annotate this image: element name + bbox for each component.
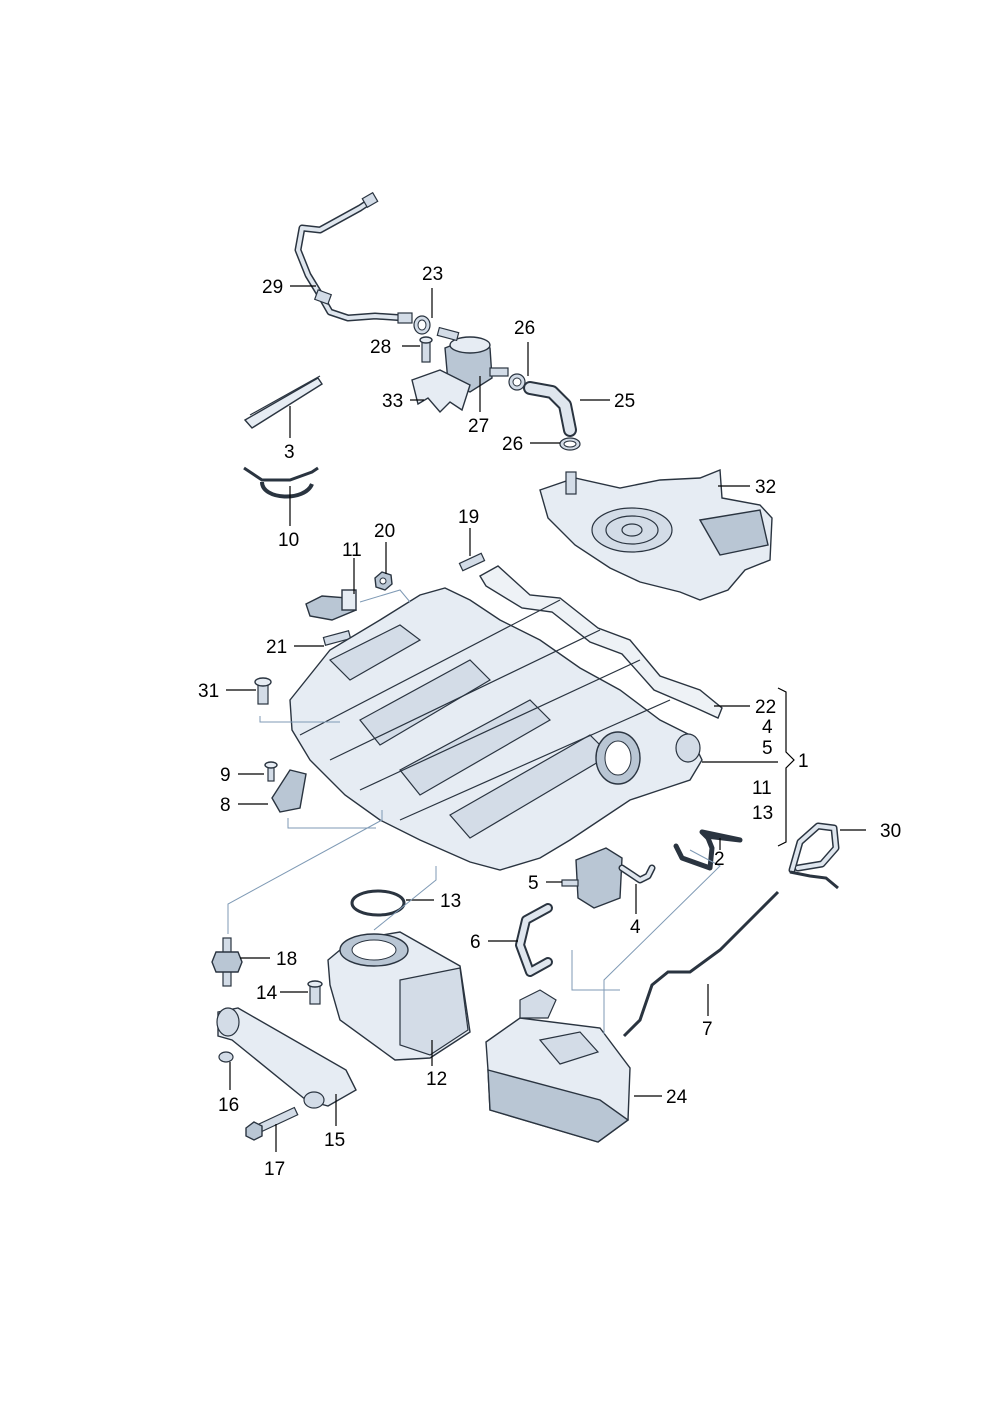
hose-clamp-26-lower bbox=[559, 437, 581, 451]
callout-6: 6 bbox=[470, 932, 481, 953]
cable-tie-3 bbox=[243, 375, 323, 429]
callout-30: 30 bbox=[880, 821, 901, 842]
oil-separator-cover-32 bbox=[539, 468, 773, 601]
callout-7: 7 bbox=[702, 1019, 713, 1040]
o-ring-13 bbox=[350, 889, 406, 917]
hose-4 bbox=[618, 864, 656, 884]
callout-10: 10 bbox=[278, 530, 299, 551]
callout-26: 26 bbox=[502, 434, 523, 455]
screw-28 bbox=[419, 336, 433, 363]
callout-5: 5 bbox=[762, 738, 773, 759]
washer-16 bbox=[218, 1051, 234, 1063]
stud-19 bbox=[458, 552, 486, 572]
callout-33: 33 bbox=[382, 391, 403, 412]
vacuum-hose-29 bbox=[294, 191, 413, 324]
callout-21: 21 bbox=[266, 637, 287, 658]
callout-13: 13 bbox=[440, 891, 461, 912]
callout-8: 8 bbox=[220, 795, 231, 816]
callout-22: 22 bbox=[755, 697, 776, 718]
intake-manifold-1 bbox=[289, 587, 703, 871]
hose-2 bbox=[673, 829, 743, 871]
callout-labels: 29 23 28 26 25 33 27 26 32 3 10 20 19 11… bbox=[198, 264, 901, 1180]
leader-lines bbox=[226, 285, 866, 1152]
screw-14 bbox=[307, 980, 323, 1005]
clip-10 bbox=[243, 466, 319, 499]
callout-14: 14 bbox=[256, 983, 278, 1004]
callout-11: 11 bbox=[752, 778, 772, 799]
callout-1: 1 bbox=[798, 751, 809, 772]
callout-26: 26 bbox=[514, 318, 535, 339]
sensor-8 bbox=[271, 769, 307, 813]
callout-13: 13 bbox=[752, 803, 773, 824]
screw-21 bbox=[322, 630, 352, 646]
callout-31: 31 bbox=[198, 681, 219, 702]
valve-5 bbox=[561, 847, 623, 909]
stud-18 bbox=[211, 937, 243, 987]
callout-19: 19 bbox=[458, 507, 479, 528]
callout-20: 20 bbox=[374, 521, 395, 542]
nut-20 bbox=[374, 571, 393, 591]
hose-30 bbox=[788, 822, 840, 874]
callout-4: 4 bbox=[762, 717, 773, 738]
hose-clamp-26-upper bbox=[508, 373, 526, 391]
callout-32: 32 bbox=[755, 477, 776, 498]
hose-clamp-23 bbox=[413, 315, 431, 335]
callout-11: 11 bbox=[342, 540, 362, 561]
callout-23: 23 bbox=[422, 264, 443, 285]
callout-24: 24 bbox=[666, 1087, 688, 1108]
gasket-22 bbox=[479, 565, 723, 719]
sensor-11-upper bbox=[305, 589, 358, 621]
hose-6 bbox=[515, 903, 553, 977]
bolt-31 bbox=[254, 677, 272, 705]
hose-7 bbox=[622, 870, 839, 1038]
callout-2: 2 bbox=[714, 849, 725, 870]
bracket-33 bbox=[411, 369, 471, 414]
callout-15: 15 bbox=[324, 1130, 345, 1151]
hose-25 bbox=[523, 381, 577, 437]
callout-16: 16 bbox=[218, 1095, 239, 1116]
callout-17: 17 bbox=[264, 1159, 285, 1180]
callout-12: 12 bbox=[426, 1069, 447, 1090]
screw-9 bbox=[264, 761, 278, 782]
callout-27: 27 bbox=[468, 416, 489, 437]
callout-9: 9 bbox=[220, 765, 231, 786]
bolt-17 bbox=[245, 1106, 299, 1141]
callout-3: 3 bbox=[284, 442, 295, 463]
callout-25: 25 bbox=[614, 391, 635, 412]
callout-28: 28 bbox=[370, 337, 391, 358]
bracket-15 bbox=[216, 1007, 357, 1109]
assembly-guide-lines bbox=[227, 589, 721, 1034]
callout-5: 5 bbox=[528, 873, 539, 894]
air-filter-housing-24 bbox=[485, 989, 631, 1143]
callout-18: 18 bbox=[276, 949, 297, 970]
callout-29: 29 bbox=[262, 277, 283, 298]
callout-4: 4 bbox=[630, 917, 641, 938]
throttle-body-12 bbox=[327, 931, 471, 1061]
